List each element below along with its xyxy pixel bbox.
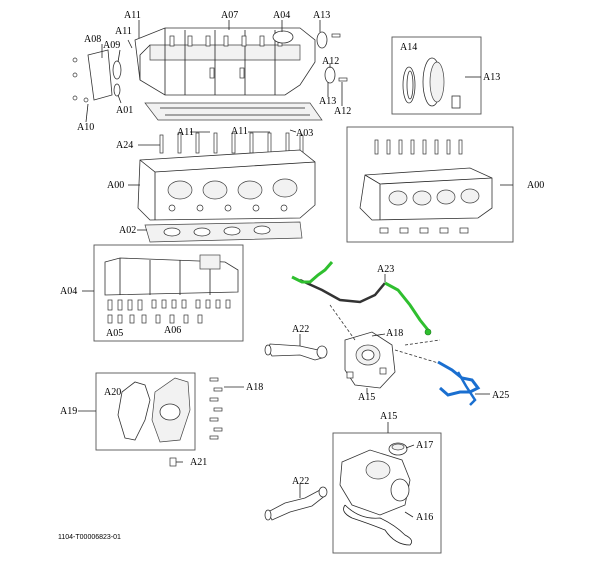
label-a11-top: A11	[124, 10, 141, 21]
label-a01: A01	[116, 105, 133, 116]
label-a13-box: A13	[483, 72, 500, 83]
label-a18-left: A18	[246, 382, 263, 393]
drawing-code: 1104-T00006823-01	[58, 534, 121, 541]
label-a19: A19	[60, 406, 77, 417]
pipe-a23	[291, 261, 432, 336]
label-a12-lower: A12	[334, 106, 351, 117]
box-a14	[391, 36, 482, 115]
label-a00-right: A00	[527, 180, 544, 191]
cylinder-head-group	[137, 132, 316, 243]
label-a14: A14	[400, 42, 417, 53]
label-a05: A05	[106, 328, 123, 339]
housing-a15-middle	[329, 304, 446, 389]
bracket-a08	[87, 49, 113, 101]
label-a25: A25	[492, 390, 509, 401]
box-a00-right	[346, 126, 514, 243]
label-a21: A21	[190, 457, 207, 468]
label-a08: A08	[84, 34, 101, 45]
label-a18-right: A18	[386, 328, 403, 339]
pipe-a25	[437, 360, 481, 406]
label-a04-top: A04	[273, 10, 290, 21]
label-a13-lower: A13	[319, 96, 336, 107]
label-a11-second: A11	[115, 26, 132, 37]
hose-a22	[264, 343, 328, 361]
labels: A11 A07 A04 A13 A08 A11 A09 A12 A01 A10 …	[58, 10, 544, 541]
label-a23: A23	[377, 264, 394, 275]
label-a04-box: A04	[60, 286, 77, 297]
label-a06: A06	[164, 325, 181, 336]
label-a02: A02	[119, 225, 136, 236]
label-a00-left: A00	[107, 180, 124, 191]
gasket-a03	[144, 102, 323, 121]
label-a09: A09	[103, 40, 120, 51]
valve-cover-group	[72, 27, 348, 121]
leader-lines	[78, 20, 513, 518]
hose-a22-bottom	[264, 486, 328, 521]
box-a04	[93, 244, 244, 342]
box-a15-bottom	[332, 432, 442, 554]
label-a10: A10	[77, 122, 94, 133]
label-a16: A16	[416, 512, 433, 523]
cylinder-head	[137, 149, 316, 221]
label-a12-top: A12	[322, 56, 339, 67]
label-a22-mid: A22	[292, 324, 309, 335]
box-a19	[95, 372, 196, 451]
label-a22-bottom: A22	[292, 476, 309, 487]
label-a17: A17	[416, 440, 433, 451]
label-a13-top: A13	[313, 10, 330, 21]
seal-a13-upper	[316, 31, 328, 49]
label-a15-bottom: A15	[380, 411, 397, 422]
label-a24: A24	[116, 140, 133, 151]
label-a11-mid1: A11	[177, 127, 194, 138]
label-a15-mid: A15	[358, 392, 375, 403]
bolts-a18	[209, 377, 223, 440]
label-a20: A20	[104, 387, 121, 398]
label-a07: A07	[221, 10, 238, 21]
label-a11-mid2: A11	[231, 126, 248, 137]
label-a03: A03	[296, 128, 313, 139]
plug-a21	[169, 457, 177, 467]
